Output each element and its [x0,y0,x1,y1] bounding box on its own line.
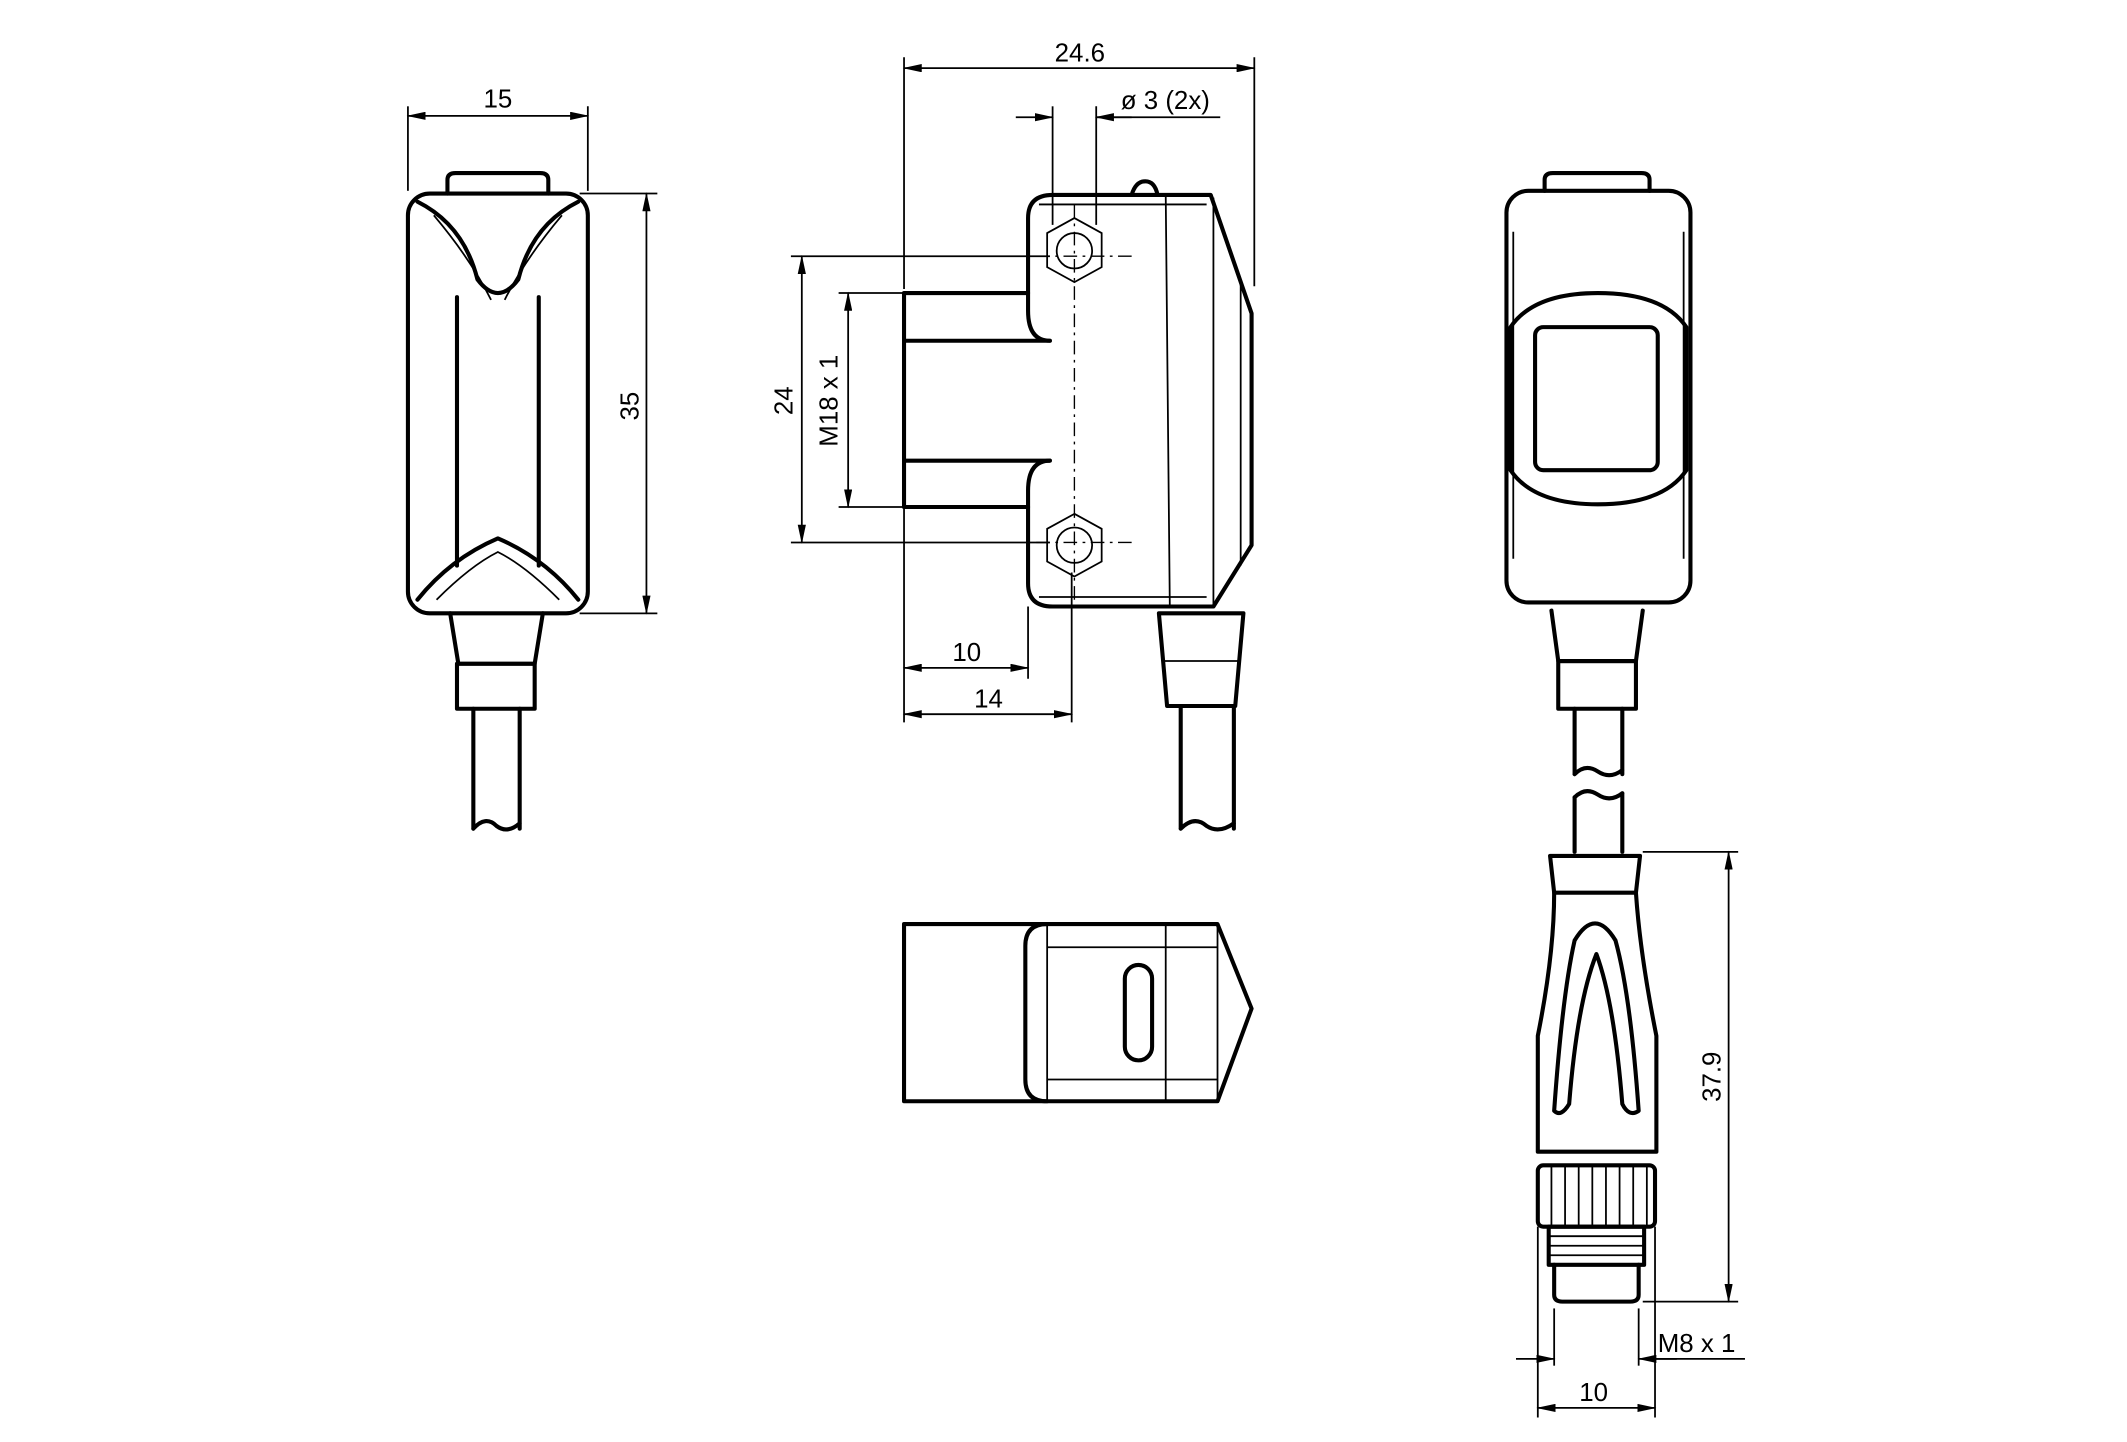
dim-label-24: 24 [770,386,798,415]
dim-label-35: 35 [616,392,644,421]
dim-label-15: 15 [483,86,512,114]
dim-connector-length: 37.9 [1642,850,1739,1303]
dim-thread: M18 x 1 [815,291,905,509]
dim-width-front: 15 [406,86,590,191]
dim-height-front: 35 [579,192,658,615]
dim-label-14: 14 [974,685,1003,713]
dim-label-37-9: 37.9 [1698,1052,1726,1102]
dim-depths: 10 14 [902,507,1074,723]
dim-total-length: 24.6 [902,39,1256,289]
dim-connector-width: 10 [1536,1226,1657,1418]
dim-connector-thread: M8 x 1 [1515,1308,1745,1366]
dim-label-24-6: 24.6 [1055,39,1105,67]
dim-label-hole: ø 3 (2x) [1121,87,1210,115]
side-view [901,179,1254,832]
dim-label-m8: M8 x 1 [1658,1330,1736,1358]
dim-hole-spacing: 24 [770,254,1050,544]
dim-label-10-connector: 10 [1579,1379,1608,1407]
dim-hole-diameter: ø 3 (2x) [1015,87,1221,225]
rear-view [1504,171,1693,854]
bottom-view [901,922,1254,1104]
dim-label-m18: M18 x 1 [815,355,843,447]
dim-label-10: 10 [952,639,981,667]
m8-connector [1535,853,1659,1304]
front-view [405,171,590,832]
